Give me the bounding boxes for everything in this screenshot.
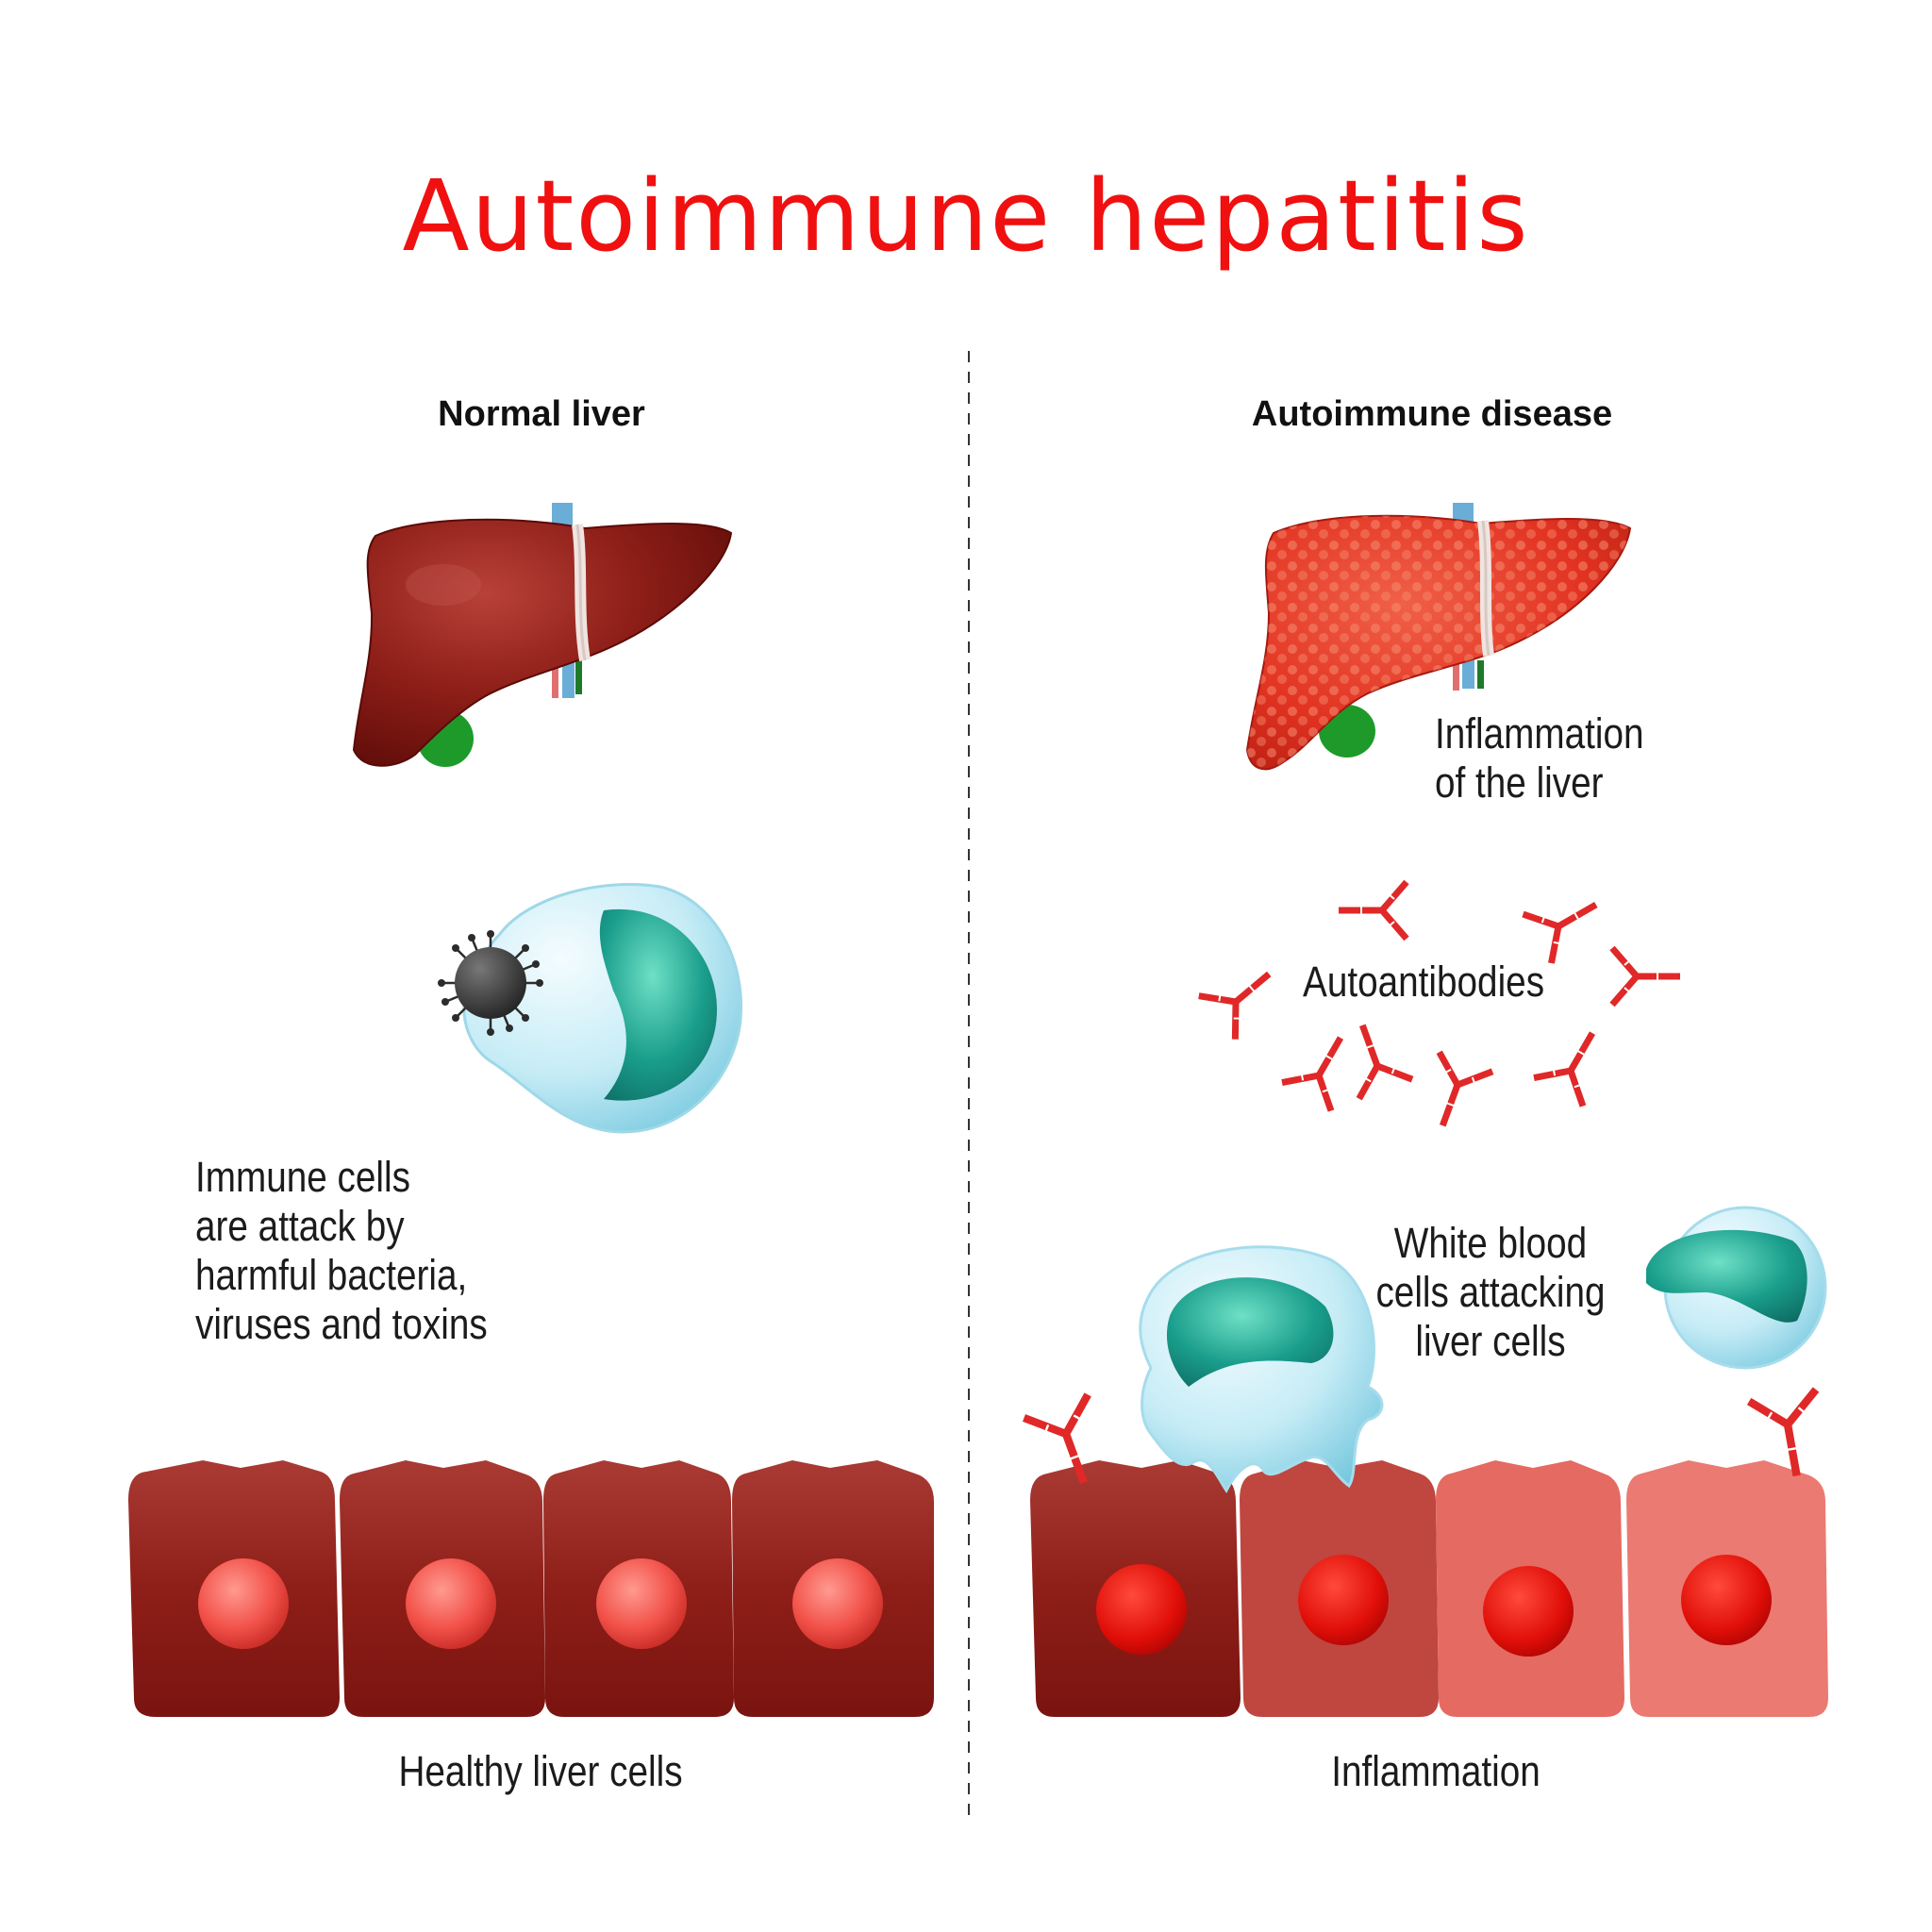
white-blood-cell-icon: [1646, 1206, 1827, 1370]
antibody-icon: [1339, 882, 1407, 939]
liver-cell-icon: [1626, 1460, 1828, 1717]
inflamed-liver-icon: [1245, 503, 1632, 771]
immune-label-line: Immune cells: [195, 1153, 410, 1201]
antibody-icon: [1336, 1016, 1412, 1099]
liver-cell-icon: [340, 1460, 545, 1717]
immune-label-line: are attack by: [195, 1202, 405, 1250]
normal-liver-heading: Normal liver: [438, 394, 645, 434]
antibody-icon: [1282, 1024, 1365, 1110]
liver-cell-icon: [732, 1460, 934, 1717]
liver-cell-icon: [1436, 1460, 1624, 1717]
wbc-label-line: White blood: [1393, 1219, 1588, 1267]
autoimmune-disease-heading: Autoimmune disease: [1251, 394, 1613, 434]
immune-label-line: viruses and toxins: [195, 1300, 488, 1348]
immune-label-line: harmful bacteria,: [195, 1251, 468, 1299]
page-title: Autoimmune hepatitis: [402, 158, 1530, 274]
virus-icon: [438, 930, 543, 1036]
wbc-label-line: cells attacking: [1375, 1268, 1606, 1316]
autoantibodies-label: Autoantibodies: [1303, 958, 1545, 1006]
immune-cell-icon: [462, 883, 743, 1134]
liver-icon: [352, 503, 733, 767]
liver-cell-icon: [128, 1460, 340, 1717]
antibody-icon: [1523, 880, 1609, 963]
antibody-icon: [1612, 948, 1680, 1005]
white-blood-cell-icon: [1139, 1245, 1384, 1493]
inflammation-label: Inflammation: [1331, 1747, 1541, 1795]
liver-inflammation-label: Inflammation of the liver: [1435, 709, 1644, 808]
inflamed-liver-cells: [1030, 1460, 1828, 1717]
liver-cell-icon: [1240, 1460, 1439, 1717]
healthy-cells-label: Healthy liver cells: [398, 1747, 683, 1795]
liver-cell-icon: [543, 1460, 734, 1717]
antibody-icon: [1199, 952, 1288, 1039]
immune-cells-label: Immune cells are attack by harmful bacte…: [195, 1153, 488, 1349]
healthy-liver-cells: [128, 1460, 934, 1717]
liver-label-line: of the liver: [1435, 758, 1604, 807]
wbc-attacking-label: White blood cells attacking liver cells: [1247, 1219, 1734, 1366]
liver-label-line: Inflammation: [1435, 709, 1644, 758]
wbc-label-line: liver cells: [1415, 1317, 1566, 1365]
antibody-icon: [1534, 1019, 1617, 1106]
antibody-icon: [1416, 1052, 1492, 1135]
antibodies: [1199, 880, 1680, 1135]
liver-cell-icon: [1030, 1460, 1241, 1717]
